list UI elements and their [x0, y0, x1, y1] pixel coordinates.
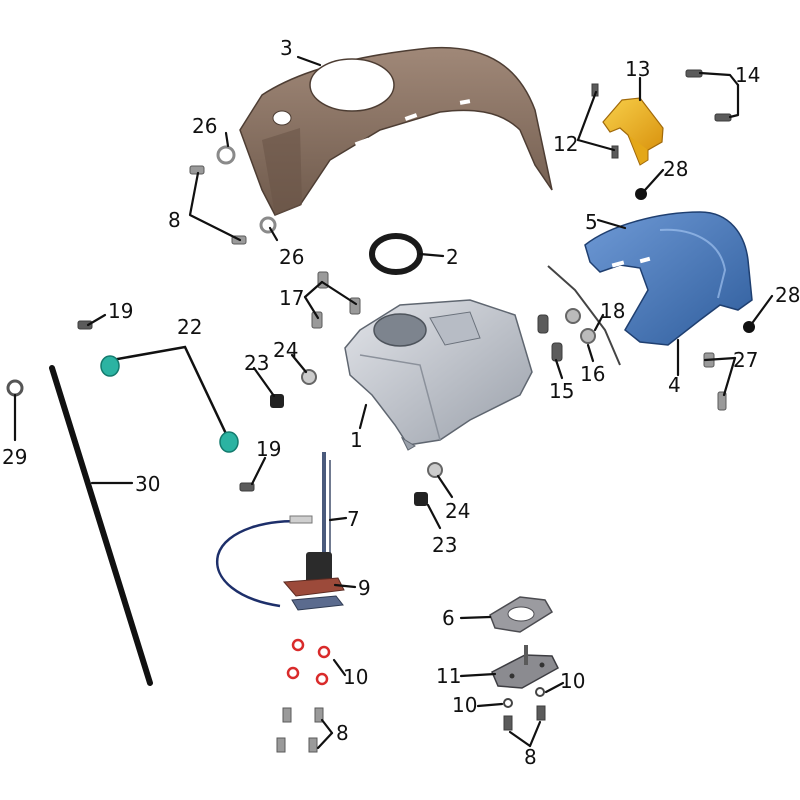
callout-18: 18 — [600, 299, 625, 323]
callout-27: 27 — [733, 348, 758, 372]
o-rings — [286, 638, 545, 708]
callout-17: 17 — [279, 286, 304, 310]
drain-hose — [100, 345, 239, 453]
callout-23: 23 — [432, 533, 457, 557]
callout-6: 6 — [442, 606, 455, 630]
callout-10: 10 — [343, 665, 368, 689]
callout-22: 22 — [177, 315, 202, 339]
plate — [489, 596, 554, 633]
callout-1: 1 — [350, 428, 363, 452]
callout-9: 9 — [358, 576, 371, 600]
callout-11: 11 — [436, 664, 461, 688]
callout-4: 4 — [668, 373, 681, 397]
callout-10: 10 — [452, 693, 477, 717]
mounting-bracket — [602, 97, 664, 166]
callout-28: 28 — [663, 157, 688, 181]
fuel-tank — [344, 299, 533, 451]
callout-15: 15 — [549, 379, 574, 403]
callout-8: 8 — [524, 745, 537, 769]
callout-13: 13 — [625, 57, 650, 81]
callout-labels: 3 26 8 26 2 13 14 12 28 5 28 18 16 15 27… — [2, 36, 800, 769]
rubber-damper-upper — [635, 188, 647, 200]
callout-19: 19 — [256, 437, 281, 461]
sender-unit — [491, 645, 559, 689]
rubber-damper-lower — [743, 321, 755, 333]
callout-26: 26 — [279, 245, 304, 269]
callout-24: 24 — [445, 499, 470, 523]
callout-2: 2 — [446, 245, 459, 269]
callout-10: 10 — [560, 669, 585, 693]
callout-8: 8 — [336, 721, 349, 745]
callout-16: 16 — [580, 362, 605, 386]
callout-24: 24 — [273, 338, 298, 362]
callout-3: 3 — [280, 36, 293, 60]
callout-28: 28 — [775, 283, 800, 307]
bolts — [6, 69, 732, 753]
side-cover — [584, 211, 753, 346]
callout-19: 19 — [108, 299, 133, 323]
upper-tank-cover — [239, 46, 553, 216]
callout-8: 8 — [168, 208, 181, 232]
callout-5: 5 — [585, 210, 598, 234]
callout-7: 7 — [347, 507, 360, 531]
callout-30: 30 — [135, 472, 160, 496]
filler-ring-seal — [369, 233, 423, 275]
callout-14: 14 — [735, 63, 760, 87]
callout-12: 12 — [553, 132, 578, 156]
callout-23: 23 — [244, 351, 269, 375]
leader-lines — [13, 55, 774, 750]
callout-26: 26 — [192, 114, 217, 138]
fuel-pump — [215, 452, 345, 611]
callout-29: 29 — [2, 445, 27, 469]
long-hose — [49, 365, 153, 686]
